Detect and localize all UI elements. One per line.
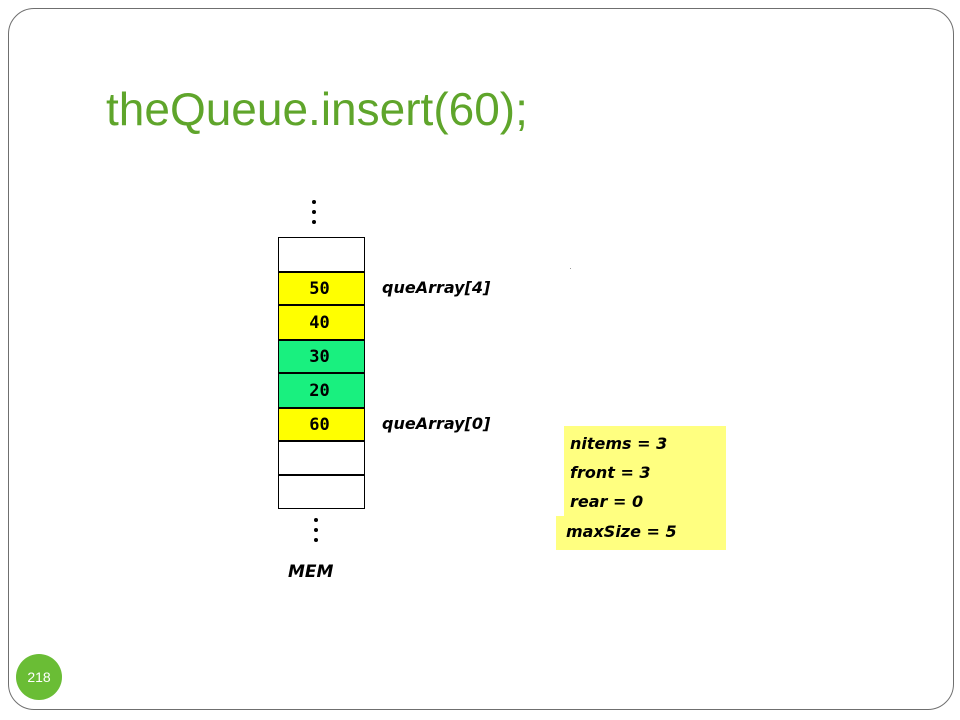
label-queArray-4: queArray[4] (382, 278, 491, 297)
maxsize-value: maxSize = 5 (566, 522, 677, 541)
front-value: front = 3 (570, 463, 651, 482)
rear-value: rear = 0 (570, 492, 644, 511)
memory-cell-empty-below-1 (278, 441, 365, 475)
memory-label: MEM (288, 562, 334, 582)
queue-state-box: nitems = 3 front = 3 rear = 0 maxSize = … (556, 426, 726, 550)
ellipsis-bottom-icon (314, 518, 320, 548)
ellipsis-top-icon (312, 200, 318, 230)
info-box-notch (556, 426, 564, 516)
page-number-badge: 218 (16, 654, 62, 700)
decorative-speck (570, 268, 571, 269)
memory-cell-queArray-3: 40 (278, 305, 365, 340)
memory-cell-queArray-1: 20 (278, 373, 365, 408)
memory-cell-queArray-2: 30 (278, 340, 365, 373)
nitems-value: nitems = 3 (570, 434, 668, 453)
label-queArray-0: queArray[0] (382, 414, 491, 433)
memory-cell-queArray-0: 60 (278, 408, 365, 441)
slide-title: theQueue.insert(60); (106, 83, 528, 135)
memory-cell-empty-top (278, 237, 365, 272)
slide-frame (8, 8, 954, 710)
memory-cell-queArray-4: 50 (278, 272, 365, 305)
memory-cell-empty-below-2 (278, 475, 365, 509)
